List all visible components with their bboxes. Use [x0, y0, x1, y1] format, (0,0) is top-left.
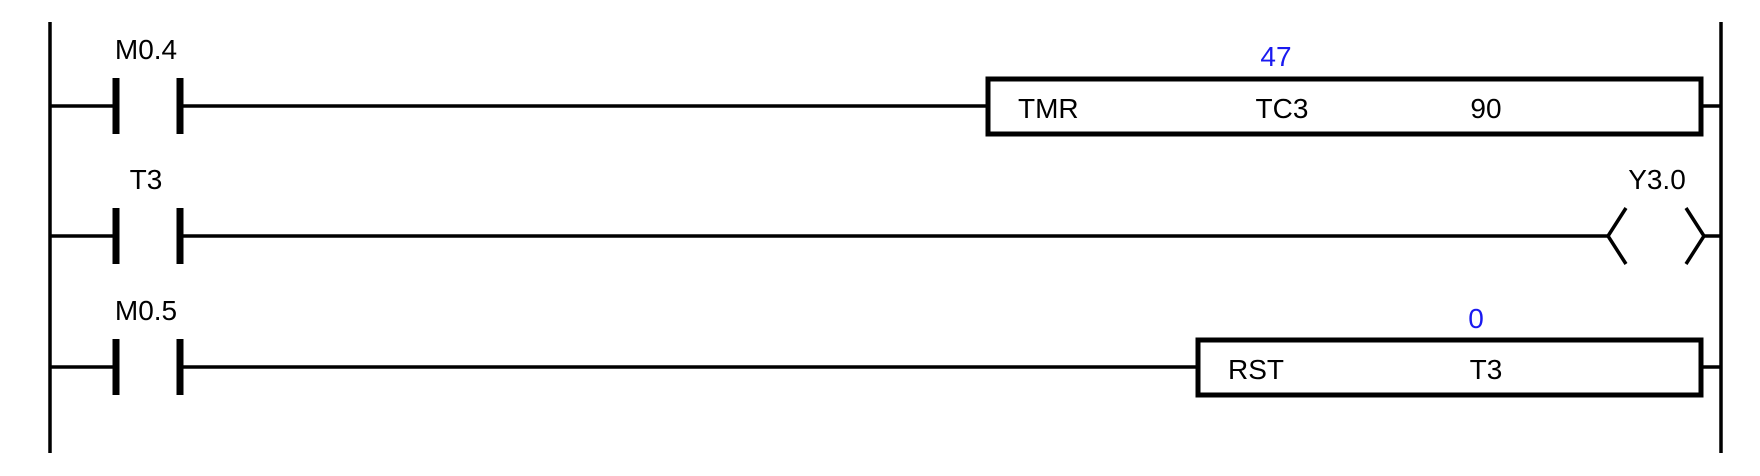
contact-label: T3 [130, 164, 163, 195]
instruction-box-frame [1195, 337, 1704, 398]
output-coil-y3-0[interactable] [1605, 207, 1707, 265]
contact-label: M0.5 [115, 295, 177, 326]
instruction-name: RST [1228, 354, 1284, 385]
contact-m0-4[interactable] [112, 78, 184, 134]
operand-reset-target: T3 [1470, 354, 1503, 385]
rst-instruction-box[interactable]: RST T3 [1195, 337, 1704, 398]
rung-1[interactable]: M0.4 TMR TC3 90 47 [50, 34, 1721, 137]
contact-m0-5[interactable] [112, 339, 184, 395]
coil-left-arc [1605, 207, 1628, 265]
operand-timer: TC3 [1256, 93, 1309, 124]
coil-right-arc [1684, 207, 1707, 265]
instruction-box-frame [985, 76, 1704, 137]
rung-3[interactable]: M0.5 RST T3 0 [50, 295, 1721, 398]
monitor-value: 47 [1260, 41, 1291, 72]
coil-label: Y3.0 [1628, 164, 1686, 195]
rung-2[interactable]: T3 Y3.0 [50, 164, 1721, 265]
contact-label: M0.4 [115, 34, 177, 65]
contact-t3[interactable] [112, 208, 184, 264]
instruction-name: TMR [1018, 93, 1079, 124]
operand-preset: 90 [1470, 93, 1501, 124]
tmr-instruction-box[interactable]: TMR TC3 90 [985, 76, 1704, 137]
monitor-value: 0 [1468, 303, 1484, 334]
